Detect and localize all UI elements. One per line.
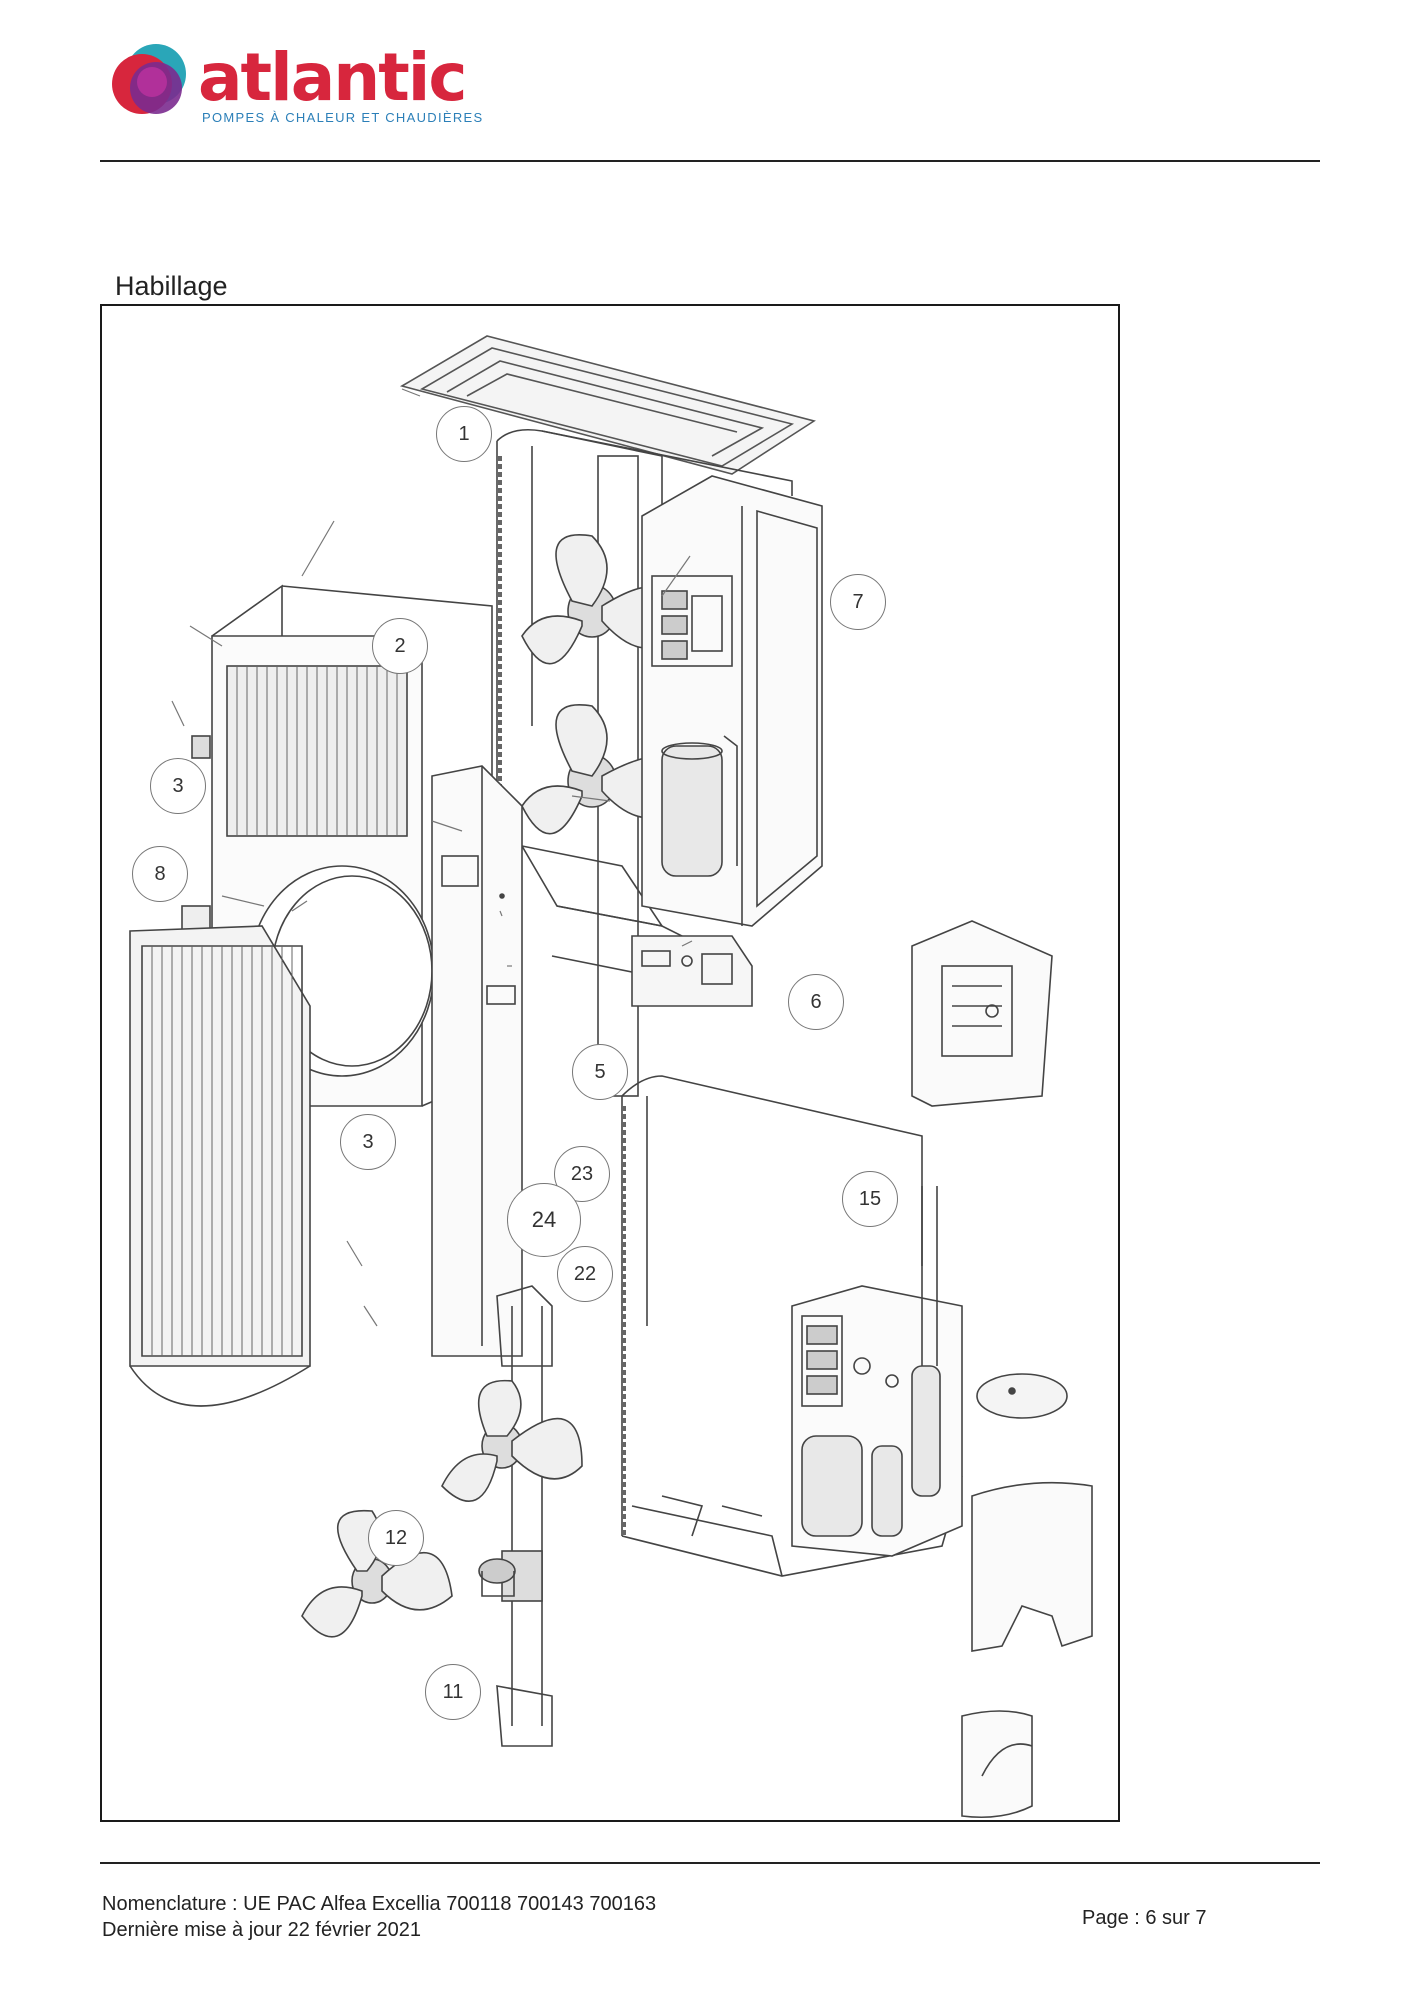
top-cover-panel [399, 335, 816, 475]
fan-blade-12 [301, 1509, 453, 1638]
atlantic-logo: atlantic POMPES À CHALEUR ET CHAUDIÈRES [112, 38, 492, 128]
small-bracket [191, 735, 211, 759]
front-grille [129, 925, 311, 1407]
callout-22: 22 [557, 1246, 613, 1302]
control-box-cover [631, 935, 753, 1007]
exploded-view-drawing [129, 335, 1093, 1819]
logo-tagline: POMPES À CHALEUR ET CHAUDIÈRES [202, 110, 484, 125]
callout-8: 8 [132, 846, 188, 902]
footer-last-update: Dernière mise à jour 22 février 2021 [102, 1919, 422, 1941]
callout-12: 12 [368, 1510, 424, 1566]
callout-2: 2 [372, 618, 428, 674]
exploded-view-figure: 1 2 3 8 7 6 5 3 23 24 22 15 12 11 [100, 304, 1120, 1822]
right-side-panel [641, 475, 823, 927]
side-shroud-parts [961, 1373, 1093, 1819]
footer-nomenclature: Nomenclature : UE PAC Alfea Excellia 700… [102, 1893, 657, 1915]
electronics-module [911, 920, 1053, 1107]
callout-24: 24 [507, 1183, 581, 1257]
logo-wordmark: atlantic [198, 39, 468, 116]
leader-lines [171, 388, 693, 1327]
side-panel-5 [431, 765, 523, 1357]
callout-3-lower: 3 [340, 1114, 396, 1170]
upper-casing [496, 428, 793, 1097]
lower-fan-assembly [441, 1285, 583, 1747]
section-title: Habillage [115, 271, 228, 301]
callout-15: 15 [842, 1171, 898, 1227]
callout-6: 6 [788, 974, 844, 1030]
callout-1: 1 [436, 406, 492, 462]
footer-page-number: Page : 6 sur 7 [1082, 1907, 1207, 1929]
header-rule [100, 160, 1320, 162]
lower-casing [621, 1075, 963, 1577]
lower-electronics [791, 1186, 963, 1557]
logo-mark-icon [112, 44, 186, 114]
callout-11: 11 [425, 1664, 481, 1720]
footer-rule [100, 1862, 1320, 1864]
callout-7: 7 [830, 574, 886, 630]
fan-motor-11 [478, 1558, 516, 1597]
callout-3-upper: 3 [150, 758, 206, 814]
callout-5: 5 [572, 1044, 628, 1100]
